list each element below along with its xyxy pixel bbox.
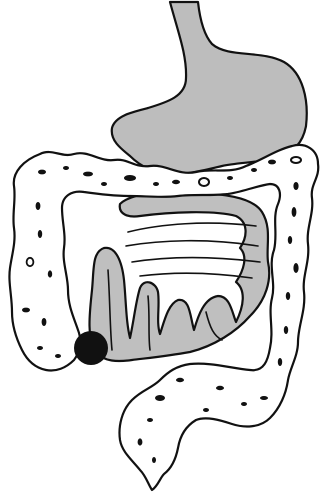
colon-mark xyxy=(124,175,136,181)
stomach-outline xyxy=(112,2,307,174)
small-intestine-fold-1 xyxy=(128,223,256,232)
small-intestine-fold-3 xyxy=(132,258,260,263)
colon-mark xyxy=(176,378,184,382)
colon-mark xyxy=(63,166,69,170)
colon-outline xyxy=(9,145,318,490)
marker-dot xyxy=(74,331,108,365)
colon-mark xyxy=(37,346,43,350)
large-intestine xyxy=(9,145,318,490)
colon-mark xyxy=(153,182,159,186)
colon-mark xyxy=(101,182,107,186)
colon-mark xyxy=(227,176,233,180)
stomach xyxy=(112,2,307,174)
colon-mark xyxy=(293,182,298,190)
colon-mark xyxy=(22,308,30,313)
colon-mark xyxy=(38,230,42,238)
colon-mark xyxy=(292,207,297,217)
colon-mark xyxy=(155,395,165,401)
colon-mark xyxy=(42,318,47,326)
small-intestine-fold-4 xyxy=(140,273,252,278)
colon-mark xyxy=(36,202,41,210)
colon-mark xyxy=(286,292,290,300)
colon-mark xyxy=(288,236,292,244)
colon-mark xyxy=(203,408,209,412)
colon-mark xyxy=(147,418,153,422)
colon-mark xyxy=(260,396,268,400)
colon-mark xyxy=(38,170,46,175)
colon-mark xyxy=(251,168,257,172)
colon-mark xyxy=(48,270,52,277)
colon-mark xyxy=(55,354,61,358)
colon-mark xyxy=(152,457,156,463)
colon-mark xyxy=(293,263,298,273)
small-intestine xyxy=(90,192,270,362)
colon-mark xyxy=(83,172,93,177)
colon-mark xyxy=(138,438,143,445)
colon-mark xyxy=(268,160,276,165)
colon-mark xyxy=(284,326,288,334)
colon-mark xyxy=(216,386,224,390)
colon-mark xyxy=(278,358,282,366)
colon-mark xyxy=(172,180,180,184)
small-intestine-fold-2 xyxy=(126,241,258,246)
colon-mark xyxy=(241,402,247,406)
